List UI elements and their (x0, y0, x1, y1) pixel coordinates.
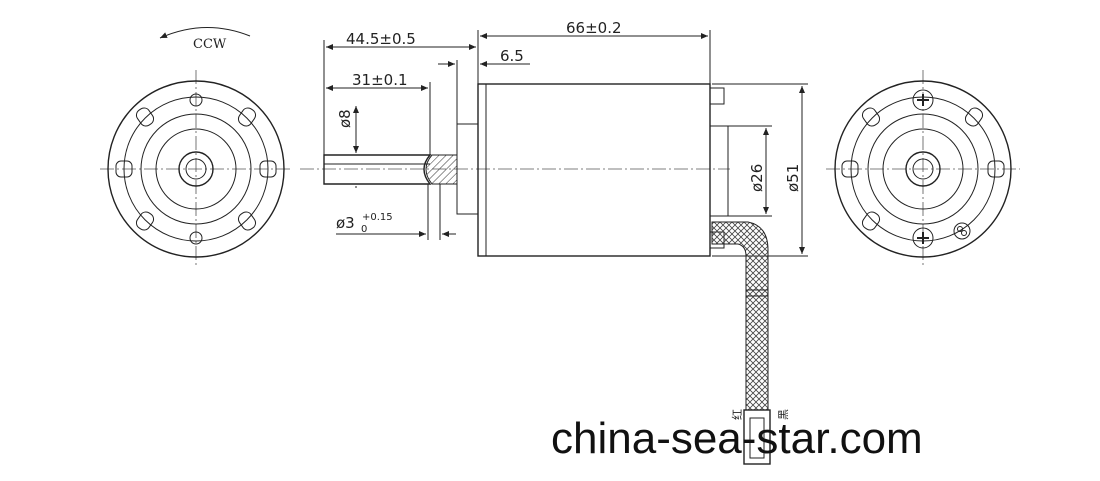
front-end-view: CCW (100, 27, 290, 268)
connector (743, 409, 771, 465)
lead-wire: 红 黑 (711, 221, 790, 465)
flat-depth-upper-tolerance: +0.15 (362, 212, 393, 223)
shaft-diameter-label: ø8 (336, 109, 354, 128)
side-view: 66±0.2 44.5±0.5 6.5 31±0.1 ø8 ø3 0 +0.15… (300, 19, 808, 465)
shaft-length-label: 44.5±0.5 (346, 30, 416, 48)
flat-depth-label: ø3 (336, 214, 355, 232)
overall-length-label: 66±0.2 (566, 19, 622, 37)
body-diameter-label: ø51 (784, 164, 802, 192)
watermark: china-sea-star.com (551, 414, 923, 463)
rotation-label: CCW (193, 37, 227, 52)
rotation-arrow-icon (159, 27, 251, 39)
rear-end-view (826, 70, 1020, 268)
shaft (323, 154, 432, 185)
polarity-mark-icon (953, 222, 971, 240)
flat-depth-lower-tolerance: 0 (361, 224, 367, 235)
motor-body (477, 83, 711, 257)
wire-label-black: 黑 (777, 409, 790, 420)
rear-boss (709, 125, 729, 217)
shaft-flat-length-label: 31±0.1 (352, 71, 408, 89)
boss-diameter-label: ø26 (748, 164, 766, 192)
rear-mounting-slots (841, 107, 1005, 231)
terminal-screw-top-icon (912, 89, 934, 111)
terminal-screw-bottom-icon (912, 227, 934, 249)
flange-offset-label: 6.5 (500, 47, 524, 65)
wire-label-red: 红 (731, 409, 744, 420)
mounting-slots (115, 93, 277, 245)
